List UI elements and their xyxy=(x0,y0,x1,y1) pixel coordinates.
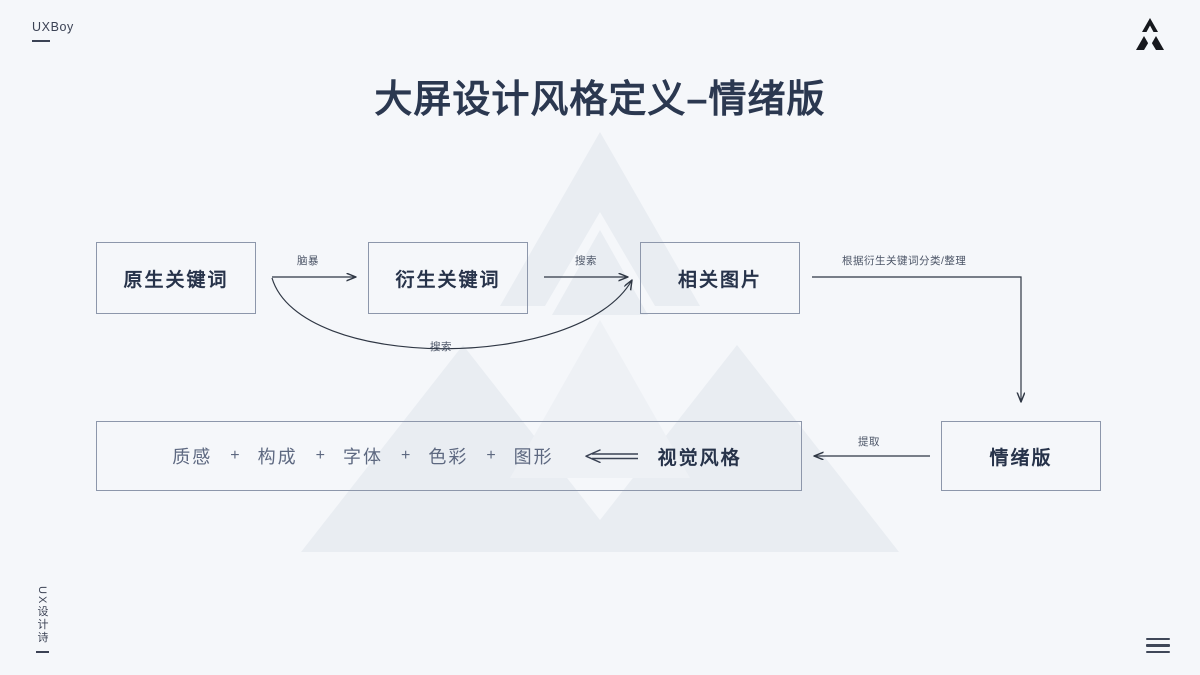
flow-node-label: 衍生关键词 xyxy=(395,269,501,291)
brand-logo: UXBoy xyxy=(32,20,74,42)
flow-node-origin-keyword[interactable]: 原生关键词 xyxy=(96,242,256,314)
visual-style-formula-bar[interactable]: 质感 + 构成 + 字体 + 色彩 + 图形 视觉风格 xyxy=(96,421,802,491)
edge-label-search-derived: 搜索 xyxy=(575,255,597,267)
hamburger-menu-icon[interactable] xyxy=(1146,637,1170,653)
footer-signature-text: UX设计诗 xyxy=(36,585,48,644)
menu-line xyxy=(1146,644,1170,647)
formula-operator: + xyxy=(486,447,496,464)
brand-name: UXBoy xyxy=(32,20,74,34)
edge-label-brainstorm: 脑暴 xyxy=(297,255,319,267)
menu-line xyxy=(1146,650,1170,653)
menu-line xyxy=(1146,637,1170,640)
formula-result-visual-style: 视觉风格 xyxy=(657,447,742,469)
flow-node-derived-keyword[interactable]: 衍生关键词 xyxy=(368,242,528,314)
flow-node-label: 原生关键词 xyxy=(123,269,229,291)
page-title: 大屏设计风格定义–情绪版 xyxy=(374,79,826,121)
footer-vertical-signature: UX设计诗 xyxy=(34,586,50,653)
formula-term-graphics: 图形 xyxy=(513,447,554,467)
formula-term-color: 色彩 xyxy=(428,447,469,467)
formula-term-typography: 字体 xyxy=(342,447,383,467)
formula-operator: + xyxy=(400,447,411,464)
formula-operator: + xyxy=(230,447,240,464)
edge-label-search-origin: 搜索 xyxy=(430,341,452,353)
flow-node-mood-board[interactable]: 情绪版 xyxy=(941,421,1101,491)
triangle-triad-logo-icon xyxy=(1136,18,1164,50)
flow-node-related-images[interactable]: 相关图片 xyxy=(640,242,800,314)
brand-underline xyxy=(32,40,50,42)
flow-node-label: 情绪版 xyxy=(989,447,1053,469)
edge-classify-elbow xyxy=(812,276,1021,402)
flow-node-label: 相关图片 xyxy=(677,269,762,291)
formula-term-composition: 构成 xyxy=(257,447,298,467)
formula-term-texture: 质感 xyxy=(172,447,213,467)
edge-label-extract: 提取 xyxy=(858,436,880,448)
long-left-arrow-icon xyxy=(570,449,654,463)
formula-operator: + xyxy=(315,447,325,464)
edge-label-classify: 根据衍生关键词分类/整理 xyxy=(842,255,967,267)
footer-underline xyxy=(35,651,49,653)
